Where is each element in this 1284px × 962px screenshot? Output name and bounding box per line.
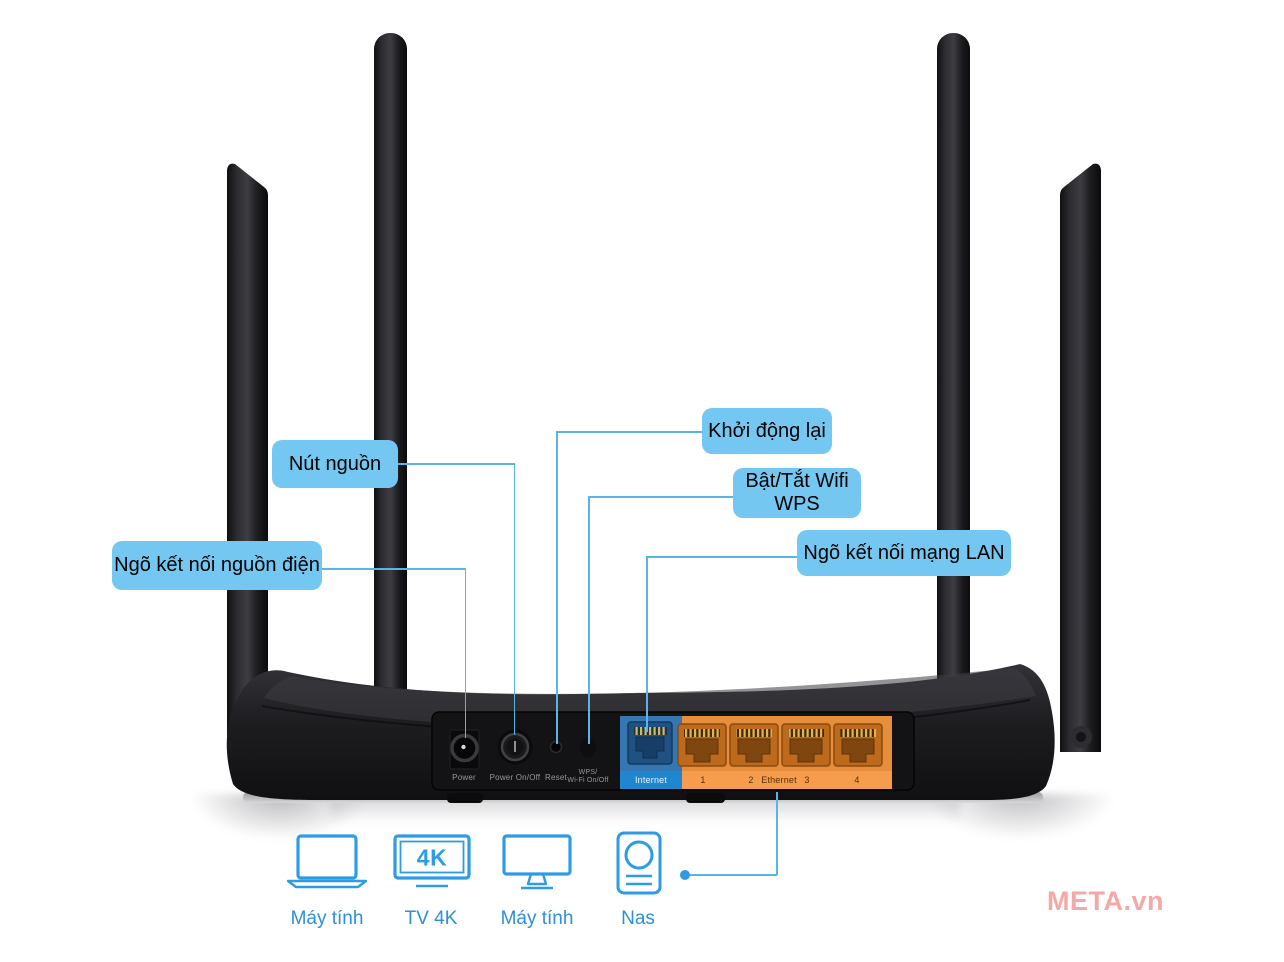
antenna-outer-left — [227, 163, 268, 753]
ethernet-port-2 — [729, 723, 779, 767]
laptop-icon — [287, 834, 367, 889]
line-power-jack-h — [322, 568, 466, 570]
panel-label-eth3: 3 — [804, 775, 810, 785]
line-power-jack-v — [464, 568, 466, 738]
panel-label-internet: Internet — [634, 775, 668, 785]
antenna-inner-right — [937, 33, 970, 721]
ethernet-port-3 — [781, 723, 831, 767]
line-lan-h — [646, 556, 797, 558]
tv-4k-badge: 4K — [416, 844, 448, 871]
callout-power-jack: Ngõ kết nối nguồn điện — [112, 541, 322, 590]
callout-power-button: Nút nguồn — [272, 440, 398, 488]
router-foot-right — [686, 793, 725, 803]
panel-label-eth1: 1 — [700, 775, 706, 785]
device-label-tv: TV 4K — [404, 908, 458, 929]
callout-wifi-wps: Bật/Tắt Wifi WPS — [733, 468, 861, 518]
line-power-button-v — [513, 463, 515, 735]
device-label-monitor: Máy tính — [500, 908, 574, 929]
callout-lan-ports: Ngõ kết nối mạng LAN — [797, 530, 1011, 576]
panel-label-reset: Reset — [545, 773, 567, 782]
monitor-icon — [502, 834, 572, 890]
nas-icon — [616, 831, 662, 895]
device-label-nas: Nas — [621, 908, 655, 929]
line-power-button-h — [398, 463, 515, 465]
line-restart-h — [556, 431, 702, 433]
line-ethernet-nas-dot — [680, 870, 690, 880]
line-wps-v — [588, 496, 590, 744]
power-button — [497, 729, 533, 765]
line-ethernet-nas-v — [776, 792, 778, 875]
line-restart-v — [556, 431, 558, 744]
ethernet-port-4 — [833, 723, 883, 767]
line-wps-h — [588, 496, 733, 498]
panel-label-power-on-off: Power On/Off — [489, 773, 541, 782]
line-lan-v — [646, 556, 648, 732]
line-ethernet-nas-h — [686, 874, 777, 876]
tv-4k-icon — [393, 834, 471, 888]
router-foot-left — [447, 793, 483, 803]
callout-restart: Khởi động lại — [702, 408, 832, 454]
ethernet-label-band — [682, 771, 892, 789]
internet-port — [627, 721, 673, 765]
panel-label-power: Power — [452, 773, 476, 782]
panel-label-ethernet: Ethernet — [761, 775, 797, 785]
panel-label-eth4: 4 — [854, 775, 860, 785]
panel-label-wps: WPS/ Wi-Fi On/Off — [567, 769, 609, 784]
antenna-outer-right — [1060, 163, 1101, 753]
panel-label-eth2: 2 — [748, 775, 754, 785]
antenna-inner-left — [374, 33, 407, 721]
watermark-meta-vn: META.vn — [1047, 886, 1164, 916]
ethernet-port-1 — [677, 723, 727, 767]
wps-button — [579, 736, 597, 758]
device-label-laptop: Máy tính — [290, 908, 364, 929]
internet-label-band — [620, 771, 682, 789]
